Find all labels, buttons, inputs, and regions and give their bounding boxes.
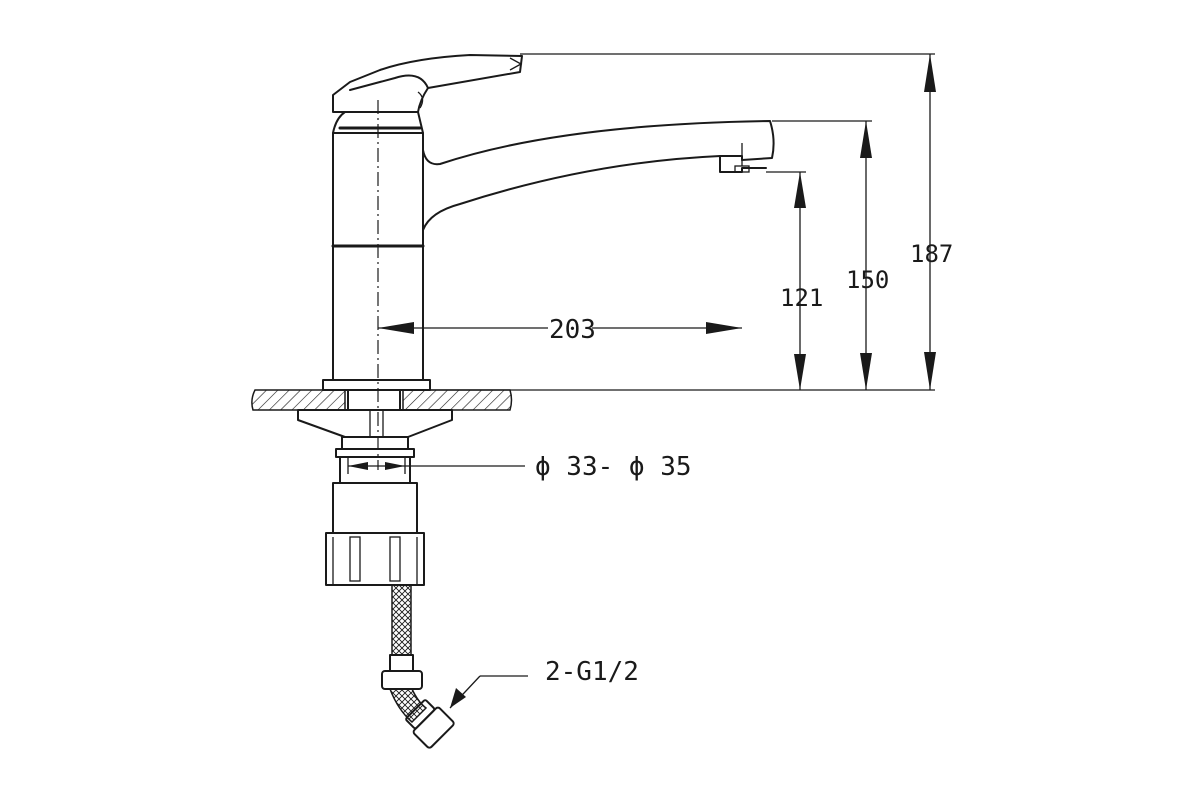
label-spout-height: 150: [846, 266, 889, 294]
label-connector: 2-G1/2: [545, 657, 639, 687]
dimension-total-height: 187: [520, 53, 953, 390]
faucet-body: [322, 111, 431, 391]
mounting-hardware: [297, 389, 453, 586]
dimension-outlet-height: 121: [766, 171, 823, 390]
spout: [422, 120, 775, 231]
label-spout-reach: 203: [549, 315, 596, 345]
label-mount-hole: ϕ 33- ϕ 35: [535, 452, 692, 482]
callout-connector: 2-G1/2: [449, 657, 639, 709]
label-total-height: 187: [910, 240, 953, 268]
label-outlet-height: 121: [780, 284, 823, 312]
countertop: [251, 389, 935, 411]
supply-hose: [381, 584, 455, 749]
dimension-mount-hole: ϕ 33- ϕ 35: [347, 452, 692, 482]
dimension-spout-height: 150: [772, 120, 889, 390]
dimension-spout-reach: 203: [378, 315, 742, 345]
lever-handle: [332, 54, 523, 113]
